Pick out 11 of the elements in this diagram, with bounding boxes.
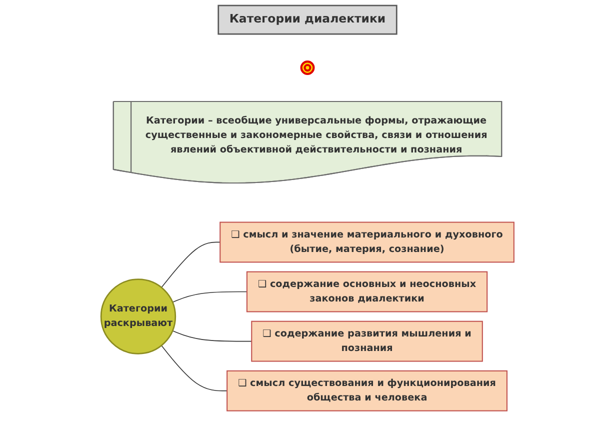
connector	[161, 345, 228, 392]
node-box: ❑ смысл существования и функционирования общества и человека	[226, 370, 508, 412]
node-box: ❑ содержание основных и неосновных законов диалектики	[246, 271, 488, 312]
connector	[172, 291, 248, 303]
node-box: ❑ содержание развития мышления и познания	[251, 320, 483, 362]
node-circle: Категории раскрывают	[100, 278, 176, 354]
connector	[172, 330, 252, 342]
node-box: Категории диалектики	[218, 4, 398, 35]
node-box: ❑ смысл и значение материального и духовного (бытие, материя, сознание)	[220, 222, 514, 263]
node-star	[300, 60, 315, 75]
connector	[161, 242, 221, 288]
